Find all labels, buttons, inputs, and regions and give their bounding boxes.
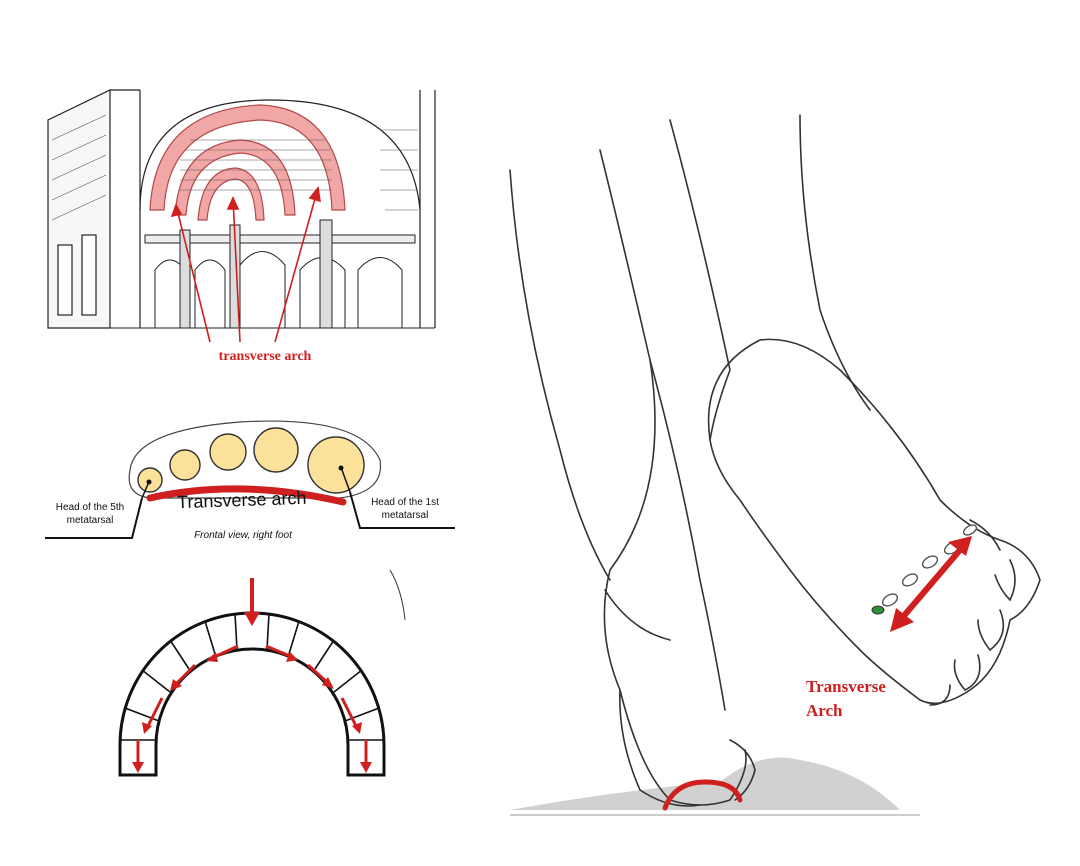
front-leg-outline [669, 119, 731, 441]
stone-arch-body [118, 611, 386, 777]
frontal-view-caption: Frontal view, right foot [194, 530, 293, 541]
stone-arch-drawing [118, 570, 406, 777]
stone-arch-diagram [100, 570, 420, 785]
head-5th-label-line2: metatarsal [67, 515, 114, 526]
fifth-head-marker [871, 605, 885, 615]
metatarsal-diagram: Transverse arch Head of the 5th metatars… [40, 410, 460, 550]
foot-illustration: Transverse Arch [500, 110, 1060, 830]
foot-drawing: Transverse Arch [509, 114, 1041, 816]
church-drawing: transverse arch [47, 89, 436, 364]
head-5th-label-line1: Head of the 5th [56, 502, 124, 513]
metatarsal-head-2 [253, 427, 299, 473]
head-1st-label-line1: Head of the 1st [371, 497, 439, 508]
head-1st-label-line2: metatarsal [382, 510, 429, 521]
heel-contact-arc [662, 779, 743, 811]
foot-arch-label-line2: Arch [806, 701, 843, 720]
metatarsal-head-1 [307, 436, 365, 494]
lifted-foot-sole [707, 338, 1041, 705]
transverse-arch-label: Transverse arch [177, 488, 307, 513]
force-arrows [132, 644, 372, 773]
foot-arch-label-line1: Transverse [806, 677, 886, 696]
church-illustration: transverse arch [40, 70, 450, 370]
metatarsal-head-3 [209, 433, 247, 471]
transverse-arch-double-arrow [890, 536, 972, 632]
church-arch-label: transverse arch [219, 349, 312, 364]
metatarsal-drawing: Transverse arch Head of the 5th metatars… [45, 420, 455, 541]
transverse-arch-band [146, 485, 347, 506]
metatarsal-head-4 [169, 449, 201, 481]
back-leg-outline [599, 149, 747, 806]
